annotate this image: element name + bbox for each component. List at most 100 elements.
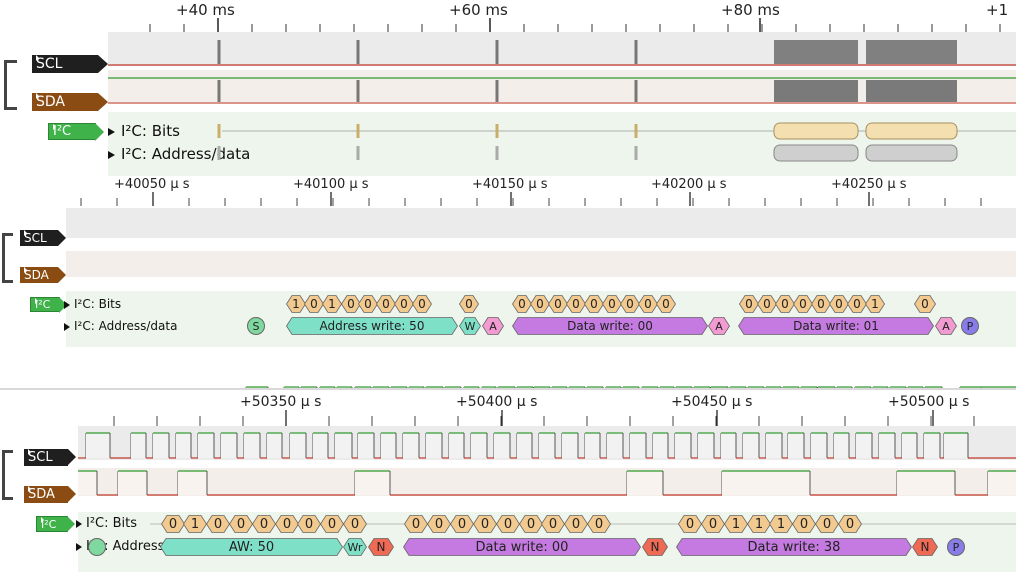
nack-frame[interactable]: N xyxy=(912,538,938,556)
bit-frame[interactable]: 0 xyxy=(376,295,396,313)
ack-frame[interactable]: A xyxy=(708,317,730,335)
overview-panel: +40 ms +60 ms +80 ms +1 SCL SDA I²C I²C:… xyxy=(0,0,1016,176)
bit-frame[interactable]: 0 xyxy=(638,295,658,313)
bit-frame[interactable]: 0 xyxy=(496,515,520,533)
bit-frame[interactable]: 0 xyxy=(320,515,344,533)
ack-bit-frame[interactable]: 0 xyxy=(656,295,676,313)
ruler-label-40250: +40250 μ s xyxy=(831,177,907,192)
expand-triangle-icon[interactable] xyxy=(64,322,70,331)
address-write-frame[interactable]: AW: 50 xyxy=(160,538,343,556)
bit-frame[interactable]: 0 xyxy=(564,515,588,533)
ruler-label-40150: +40150 μ s xyxy=(472,177,548,192)
start-condition[interactable]: S xyxy=(247,317,265,335)
bit-frame[interactable]: 0 xyxy=(394,295,414,313)
bit-frame[interactable]: 0 xyxy=(792,515,816,533)
row-label-address-data[interactable]: I²C: Address/data xyxy=(64,319,177,333)
scl-channel-tag[interactable]: SCL xyxy=(32,55,108,73)
bit-frame[interactable]: 0 xyxy=(584,295,604,313)
bit-frame[interactable]: 0 xyxy=(541,515,565,533)
bit-frame[interactable]: 1 xyxy=(747,515,771,533)
expand-triangle-icon[interactable] xyxy=(108,150,115,159)
stop-condition[interactable]: P xyxy=(961,317,979,335)
bit-frame[interactable]: 1 xyxy=(183,515,207,533)
nack-frame[interactable]: N xyxy=(368,538,394,556)
row-label-bits[interactable]: I²C: Bits xyxy=(76,516,137,531)
bit-frame[interactable]: 0 xyxy=(566,295,586,313)
scl-wave-high-fill xyxy=(743,433,759,458)
bit-frame[interactable]: 1 xyxy=(286,295,306,313)
bit-frame[interactable]: 0 xyxy=(775,295,795,313)
bit-frame[interactable]: 0 xyxy=(206,515,230,533)
bit-frame[interactable]: 0 xyxy=(161,515,185,533)
bit-frame[interactable]: 0 xyxy=(793,295,813,313)
bit-frame[interactable]: 0 xyxy=(811,295,831,313)
bit-frame[interactable]: 0 xyxy=(404,515,428,533)
bit-frame[interactable]: 1 xyxy=(865,295,885,313)
bit-frame[interactable]: 1 xyxy=(724,515,748,533)
nack-frame[interactable]: N xyxy=(642,538,668,556)
bit-frame[interactable]: 1 xyxy=(769,515,793,533)
expand-triangle-icon[interactable] xyxy=(108,127,115,136)
bit-frame[interactable]: 0 xyxy=(829,295,849,313)
bit-frame[interactable]: 0 xyxy=(620,295,640,313)
bit-frame[interactable]: 0 xyxy=(548,295,568,313)
scl-channel-tag[interactable]: SCL xyxy=(20,230,66,246)
sda-channel-tag[interactable]: SDA xyxy=(20,267,66,283)
stop-condition[interactable]: P xyxy=(947,538,965,556)
bit-frame[interactable]: 0 xyxy=(678,515,702,533)
bit-frame[interactable]: 0 xyxy=(450,515,474,533)
bit-frame[interactable]: 0 xyxy=(297,515,321,533)
row-label-bits[interactable]: I²C: Bits xyxy=(64,297,121,311)
bit-frame[interactable]: 0 xyxy=(252,515,276,533)
bit-frame[interactable]: 0 xyxy=(519,515,543,533)
ack-bit-frame[interactable]: 0 xyxy=(343,515,367,533)
row-label-bits[interactable]: I²C: Bits xyxy=(108,122,180,140)
bit-frame[interactable]: 0 xyxy=(275,515,299,533)
scl-burst xyxy=(217,40,221,64)
bit-frame[interactable]: 0 xyxy=(815,515,839,533)
bit-frame[interactable]: 0 xyxy=(701,515,725,533)
write-bit-frame[interactable]: W xyxy=(459,317,481,335)
bit-frame[interactable]: 0 xyxy=(512,295,532,313)
bit-frame[interactable]: 0 xyxy=(530,295,550,313)
ack-bit-frame[interactable]: 0 xyxy=(459,295,479,313)
sda-channel-tag[interactable]: SDA xyxy=(24,486,76,503)
ack-bit-frame[interactable]: 0 xyxy=(914,295,936,313)
i2c-analyzer-tag[interactable]: I²C xyxy=(48,123,104,141)
bit-frame[interactable]: 0 xyxy=(757,295,777,313)
bit-frame[interactable]: 0 xyxy=(412,295,432,313)
scl-wave-high-fill xyxy=(358,433,374,458)
protocol-area xyxy=(108,112,1016,176)
scl-channel-tag[interactable]: SCL xyxy=(24,449,76,466)
bit-frame[interactable]: 0 xyxy=(838,515,862,533)
data-write-frame[interactable]: Data write: 00 xyxy=(403,538,641,556)
ack-frame[interactable]: A xyxy=(935,317,957,335)
i2c-analyzer-tag[interactable]: I²C xyxy=(36,516,75,532)
bit-frame[interactable]: 0 xyxy=(847,295,867,313)
bit-frame[interactable]: 0 xyxy=(587,515,611,533)
bit-frame[interactable]: 0 xyxy=(473,515,497,533)
expand-triangle-icon[interactable] xyxy=(64,300,70,309)
bit-frame[interactable]: 0 xyxy=(229,515,253,533)
bit-frame[interactable]: 1 xyxy=(322,295,342,313)
time-ruler: +50350 μ s +50400 μ s +50450 μ s +50500 … xyxy=(0,390,1016,426)
bit-frame[interactable]: 0 xyxy=(427,515,451,533)
bit-frame[interactable]: 0 xyxy=(602,295,622,313)
expand-triangle-icon[interactable] xyxy=(76,519,82,528)
scl-wave-high-fill xyxy=(539,433,555,458)
i2c-analyzer-tag[interactable]: I²C xyxy=(30,297,67,313)
bit-frame[interactable]: 0 xyxy=(739,295,759,313)
ack-frame[interactable]: A xyxy=(482,317,504,335)
bit-frame[interactable]: 0 xyxy=(304,295,324,313)
address-write-frame[interactable]: Address write: 50 xyxy=(286,317,458,335)
data-write-frame[interactable]: Data write: 38 xyxy=(676,538,912,556)
bit-frame[interactable]: 0 xyxy=(358,295,378,313)
bit-frame[interactable]: 0 xyxy=(341,295,361,313)
sda-channel-tag[interactable]: SDA xyxy=(32,93,108,111)
expand-triangle-icon[interactable] xyxy=(76,542,82,551)
write-bit-frame[interactable]: Wr xyxy=(343,538,367,556)
ruler-label-50400: +50400 μ s xyxy=(456,394,538,410)
data-write-frame[interactable]: Data write: 00 xyxy=(512,317,708,335)
start-condition[interactable] xyxy=(88,538,106,556)
data-write-frame[interactable]: Data write: 01 xyxy=(738,317,934,335)
